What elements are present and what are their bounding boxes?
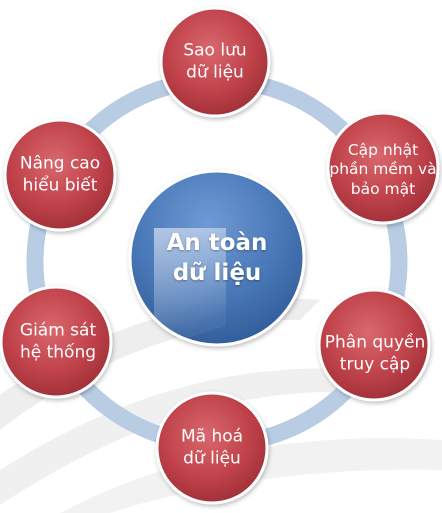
node-label-line: Cập nhật: [347, 140, 419, 159]
node-circle-access: [317, 288, 431, 402]
node-label-encrypt: Mã hoá dữ liệu: [181, 426, 243, 470]
node-label-line: Mã hoá: [180, 426, 244, 447]
node-label-line: hệ thống: [19, 342, 97, 362]
node-label-line: bảo mật: [350, 179, 416, 198]
node-label-line: phần mềm và: [329, 160, 437, 179]
node-circle-monitor: [0, 285, 113, 399]
node-label-line: dữ liệu: [183, 448, 241, 468]
center-label-line: An toàn: [166, 230, 268, 257]
node-label-awareness: Nâng cao hiểu biết: [20, 153, 100, 197]
node-circle-awareness: [3, 118, 117, 232]
node-circle-encrypt: [155, 391, 269, 505]
center-label-line: dữ liệu: [172, 260, 262, 286]
node-circle-backup: [159, 6, 271, 118]
node-label-line: Sao lưu: [183, 40, 247, 61]
node-label-line: Phân quyền: [324, 332, 426, 353]
center-highlight: [154, 228, 226, 339]
node-label-access: Phân quyền truy cập: [325, 332, 425, 376]
center-label: An toàn dữ liệu: [167, 229, 268, 289]
node-label-line: Nâng cao: [19, 153, 101, 174]
node-label-line: dữ liệu: [186, 62, 244, 82]
node-label-line: Giám sát: [19, 320, 97, 341]
node-label-line: hiểu biết: [22, 175, 98, 195]
node-circle-update: [326, 111, 440, 225]
node-label-monitor: Giám sát hệ thống: [20, 320, 96, 364]
watermark-swoosh: [0, 368, 360, 505]
node-label-backup: Sao lưu dữ liệu: [183, 40, 246, 84]
node-label-line: truy cập: [339, 354, 411, 374]
node-label-update: Cập nhật phần mềm và bảo mật: [329, 141, 436, 199]
